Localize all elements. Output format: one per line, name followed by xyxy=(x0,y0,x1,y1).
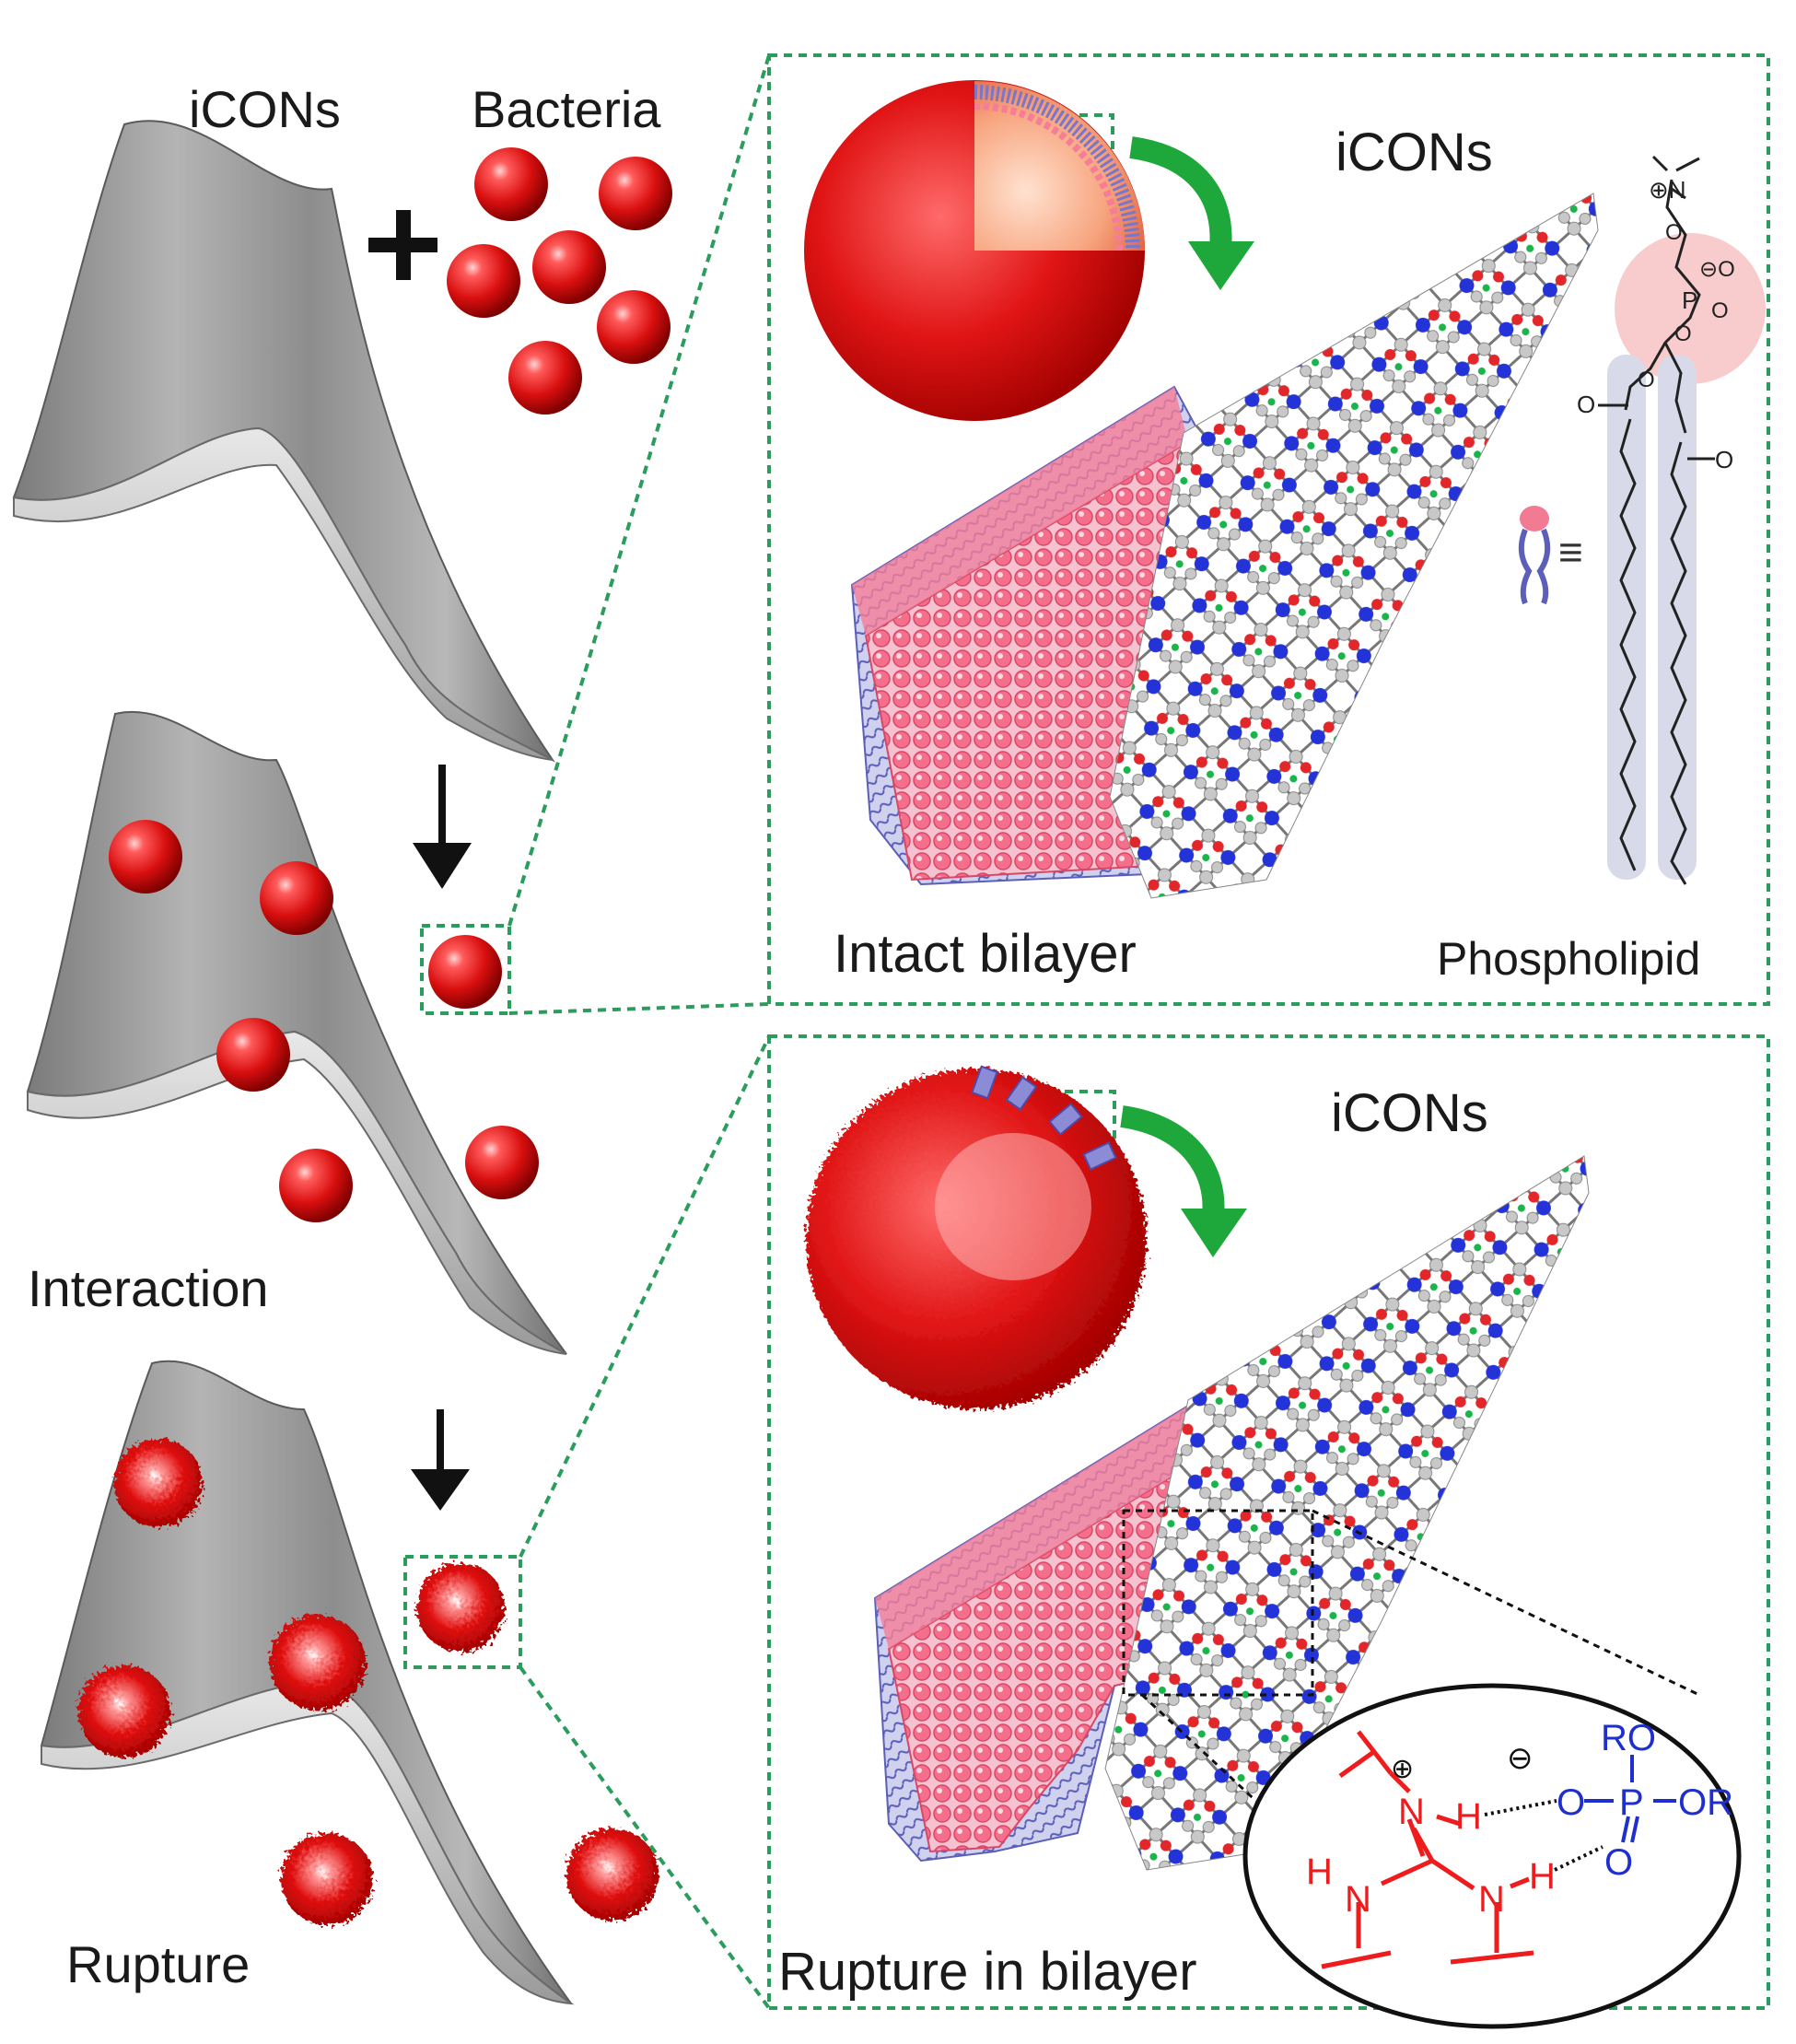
bacterium xyxy=(597,290,671,364)
lipid-atom: ⊖O xyxy=(1699,257,1735,282)
zoom-line xyxy=(507,54,771,927)
hydrogen-bond xyxy=(1554,1845,1604,1872)
cof-lattice-intact xyxy=(1109,193,1599,899)
damaged-bacterium xyxy=(806,1065,1147,1409)
bacterium xyxy=(260,861,333,935)
plus-icon xyxy=(368,210,437,280)
icons-sheet-2 xyxy=(26,711,567,1355)
bacterium xyxy=(447,244,520,318)
icons-sheet-1 xyxy=(12,120,555,763)
zoom-line xyxy=(519,1035,771,1558)
label-rupture: Rupture xyxy=(66,1935,250,1993)
panel-frame-bottom xyxy=(767,1034,1770,2010)
atom-label: RO xyxy=(1601,1718,1656,1758)
lipid-atom: O xyxy=(1665,220,1683,245)
bacteria-on-sheet xyxy=(109,820,539,1222)
intact-bacterium xyxy=(804,80,1145,421)
bacterium xyxy=(532,230,606,304)
curved-arrow-icon xyxy=(1120,1105,1247,1257)
atom-label: H xyxy=(1455,1796,1482,1837)
zoom-box-bottom-small xyxy=(403,1555,522,1669)
bacteria-cluster xyxy=(447,147,672,415)
lipid-bilayer-ruptured xyxy=(873,1398,1250,1863)
label-interaction: Interaction xyxy=(28,1259,269,1317)
label-intact-bilayer: Intact bilayer xyxy=(834,924,1137,984)
ruptured-bacteria xyxy=(78,1439,659,1925)
bacterium xyxy=(279,1149,353,1222)
ruptured-bacterium xyxy=(78,1665,170,1758)
headgroup-highlight xyxy=(1615,233,1766,384)
label-rupture-in-bilayer: Rupture in bilayer xyxy=(778,1942,1197,2002)
tail-highlight xyxy=(1607,355,1646,880)
ruptured-bacterium xyxy=(114,1439,203,1527)
bacterium xyxy=(216,1018,290,1092)
bacterium xyxy=(109,820,182,894)
ruptured-bacterium xyxy=(270,1615,366,1711)
interaction-ellipse xyxy=(1242,1683,1742,2029)
lipid-atom: O xyxy=(1577,391,1595,418)
label-phospholipid: Phospholipid xyxy=(1437,933,1700,985)
atom-label: ⊕ xyxy=(1391,1754,1414,1784)
guanidinium-phosphate-interaction: ⊕ N H H N N H ⊖ RO O P OR O xyxy=(1242,1683,1742,2029)
zoom-box-interaction xyxy=(1122,1509,1314,1697)
bacterium xyxy=(465,1126,539,1199)
lipid-atom: O xyxy=(1638,368,1655,392)
atom-label: N xyxy=(1398,1792,1425,1832)
panel-frame-top xyxy=(767,53,1770,1006)
label-bacteria: Bacteria xyxy=(472,80,661,138)
ruptured-bacterium xyxy=(416,1563,505,1652)
bacterium xyxy=(599,157,672,230)
atom-label: OR xyxy=(1678,1782,1733,1823)
label-icons-bottom: iCONs xyxy=(1331,1083,1488,1143)
curved-arrow-icon xyxy=(1129,136,1254,290)
arrow-down-icon xyxy=(411,1409,470,1511)
atom-label: N xyxy=(1478,1879,1505,1920)
bacterium xyxy=(474,147,548,221)
ruptured-bacterium xyxy=(281,1833,373,1925)
lipid-icon xyxy=(1518,506,1551,605)
lipid-atom: O xyxy=(1711,298,1729,323)
lipid-atom: O xyxy=(1674,321,1692,346)
zoom-line xyxy=(519,1665,771,2010)
atom-label: O xyxy=(1557,1782,1585,1823)
zoom-line xyxy=(508,1002,770,1015)
phospholipid-structure: ⊕N O ⊖O P O O O O O ≡ xyxy=(1518,155,1766,885)
ruptured-bacterium xyxy=(566,1828,659,1921)
bacterium xyxy=(428,935,502,1009)
atom-label: N xyxy=(1345,1879,1371,1920)
lipid-atom: P xyxy=(1682,286,1697,314)
atom-label: ⊖ xyxy=(1507,1741,1534,1776)
atom-label: H xyxy=(1529,1856,1556,1897)
interaction-zoom xyxy=(1122,1509,1700,1821)
lipid-atom: ⊕N xyxy=(1649,176,1686,204)
atom-label: H xyxy=(1306,1851,1333,1892)
atom-label: P xyxy=(1619,1782,1644,1823)
atom-label: O xyxy=(1604,1842,1633,1883)
arrow-down-icon xyxy=(413,765,472,889)
label-icons-left: iCONs xyxy=(189,80,341,138)
cof-lattice-bottom xyxy=(1104,1155,1590,1871)
lipid-atom: O xyxy=(1715,446,1733,473)
bacterium xyxy=(508,341,582,415)
label-icons-top: iCONs xyxy=(1335,123,1493,182)
equivalence-sign: ≡ xyxy=(1558,528,1583,576)
